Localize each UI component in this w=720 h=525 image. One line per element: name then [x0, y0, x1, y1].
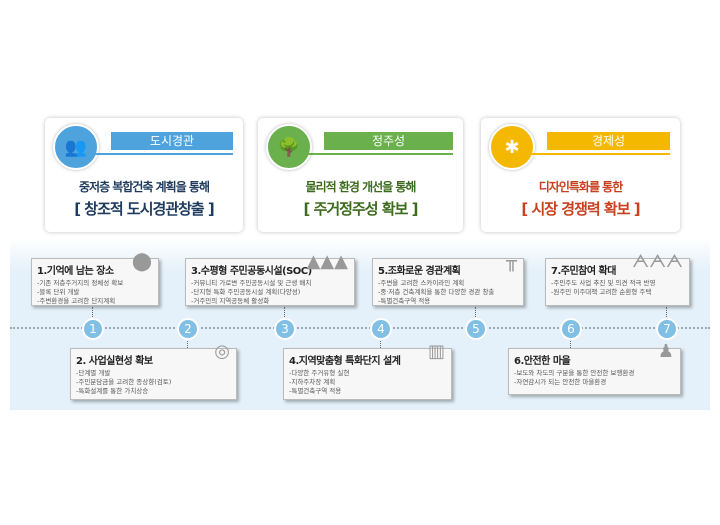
residents-icon: ᗅᗅᗅ: [632, 251, 683, 272]
step-number-3: 3: [274, 318, 296, 340]
step-title: 3.수평형 주민공동시설(SOC): [191, 266, 312, 277]
step-item: -특화설계를 통한 가치상승: [76, 387, 149, 395]
connector: [92, 307, 93, 317]
card-urban-landscape: 👥 도시경관 중저층 복합건축 계획을 통해 [ 창조적 도시경관창출 ]: [45, 118, 243, 232]
card-economy: ✱ 경제성 디자인특화를 통한 [ 시장 경쟁력 확보 ]: [481, 118, 680, 232]
step-item: -주민분담금을 고려한 종상향(검토): [76, 378, 172, 386]
step-item: -특별건축구역 적용: [289, 387, 342, 395]
step-title: 5.조화로운 경관계획: [378, 266, 461, 277]
connector: [666, 307, 667, 317]
step-number-2: 2: [177, 318, 199, 340]
step-item: -보도와 차도의 구분을 통한 안전한 보행환경: [514, 369, 635, 377]
step-5: ╥ 5.조화로운 경관계획 -주변을 고려한 스카이라인 계획 -중·저층 건축…: [372, 251, 524, 306]
group-icon: ▲▲▲: [306, 251, 348, 272]
connector: [284, 307, 285, 317]
step-title: 1.기억에 남는 장소: [37, 266, 114, 277]
location-pin-icon: ⬤: [131, 251, 152, 272]
buildings-icon: ▥: [427, 341, 445, 362]
bench-icon: ╥: [506, 251, 517, 272]
card-line1: 물리적 환경 개선을 통해: [305, 180, 417, 194]
step-4: ▥ 4.지역맞춤형 특화단지 설계 -다양한 주거유형 실현 -지하주차장 계획…: [283, 341, 452, 400]
step-item: -중·저층 건축계획을 통한 다양한 경관 창출: [378, 288, 495, 296]
card-tag: 정주성: [324, 132, 453, 150]
step-title: 6.안전한 마을: [514, 356, 571, 367]
step-3: ▲▲▲ 3.수평형 주민공동시설(SOC) -커뮤니티 가로변 주민공동시설 및…: [185, 251, 355, 306]
step-item: -주민주도 사업 추진 및 의견 적극 반영: [551, 279, 656, 287]
people-icon: 👥: [53, 124, 99, 170]
connector: [570, 338, 571, 348]
step-item: -자연감시가 되는 안전한 마을환경: [514, 378, 607, 386]
coins-icon: ◎: [214, 341, 230, 362]
step-6: ♟ 6.안전한 마을 -보도와 차도의 구분을 통한 안전한 보행환경 -자연감…: [508, 341, 681, 395]
card-tag: 경제성: [547, 132, 670, 150]
step-item: -특별건축구역 적용: [378, 297, 431, 305]
step-item: -지하주차장 계획: [289, 378, 336, 386]
connector: [380, 338, 381, 348]
park-icon: 🌳: [266, 124, 312, 170]
divider: [85, 153, 233, 155]
step-number-7: 7: [656, 318, 678, 340]
card-line2: [ 창조적 도시경관창출 ]: [74, 200, 215, 218]
network-icon: ✱: [489, 124, 535, 170]
card-line1: 중저층 복합건축 계획을 통해: [78, 180, 210, 194]
step-item: -기존 저층주거지의 정체성 확보: [37, 279, 124, 287]
card-line2: [ 주거정주성 확보 ]: [303, 200, 419, 218]
step-item: -주변환경을 고려한 단지계획: [37, 297, 116, 305]
step-title: 4.지역맞춤형 특화단지 설계: [289, 356, 401, 367]
step-item: -다양한 주거유형 실현: [289, 369, 350, 377]
step-item: -블록 단위 개발: [37, 288, 80, 296]
step-number-6: 6: [560, 318, 582, 340]
step-7: ᗅᗅᗅ 7.주민참여 확대 -주민주도 사업 추진 및 의견 적극 반영 -원주…: [545, 251, 690, 306]
step-number-5: 5: [465, 318, 487, 340]
connector: [187, 338, 188, 348]
step-item: -주변을 고려한 스카이라인 계획: [378, 279, 465, 287]
step-item: -거주민의 지역공동체 활성화: [191, 297, 270, 305]
step-title: 7.주민참여 확대: [551, 266, 616, 277]
step-item: -원주민 이주대책 고려한 순환형 주택: [551, 288, 652, 296]
step-title: 2. 사업실현성 확보: [76, 356, 153, 367]
card-line1: 디자인특화를 통한: [538, 180, 624, 194]
card-livability: 🌳 정주성 물리적 환경 개선을 통해 [ 주거정주성 확보 ]: [258, 118, 463, 232]
connector: [475, 307, 476, 317]
step-item: -단지형 특화 주민공동시설 계획(다양성): [191, 288, 301, 296]
card-tag: 도시경관: [111, 132, 233, 150]
police-icon: ♟: [657, 341, 674, 362]
timeline-line: [10, 327, 710, 329]
step-1: ⬤ 1.기억에 남는 장소 -기존 저층주거지의 정체성 확보 -블록 단위 개…: [31, 251, 159, 306]
step-item: -커뮤니티 가로변 주민공동시설 및 근생 배치: [191, 279, 312, 287]
step-number-1: 1: [82, 318, 104, 340]
step-2: ◎ 2. 사업실현성 확보 -단계별 개발 -주민분담금을 고려한 종상향(검토…: [70, 341, 237, 400]
step-item: -단계별 개발: [76, 369, 111, 377]
divider: [521, 153, 670, 155]
step-number-4: 4: [370, 318, 392, 340]
card-line2: [ 시장 경쟁력 확보 ]: [521, 200, 640, 218]
divider: [298, 153, 453, 155]
